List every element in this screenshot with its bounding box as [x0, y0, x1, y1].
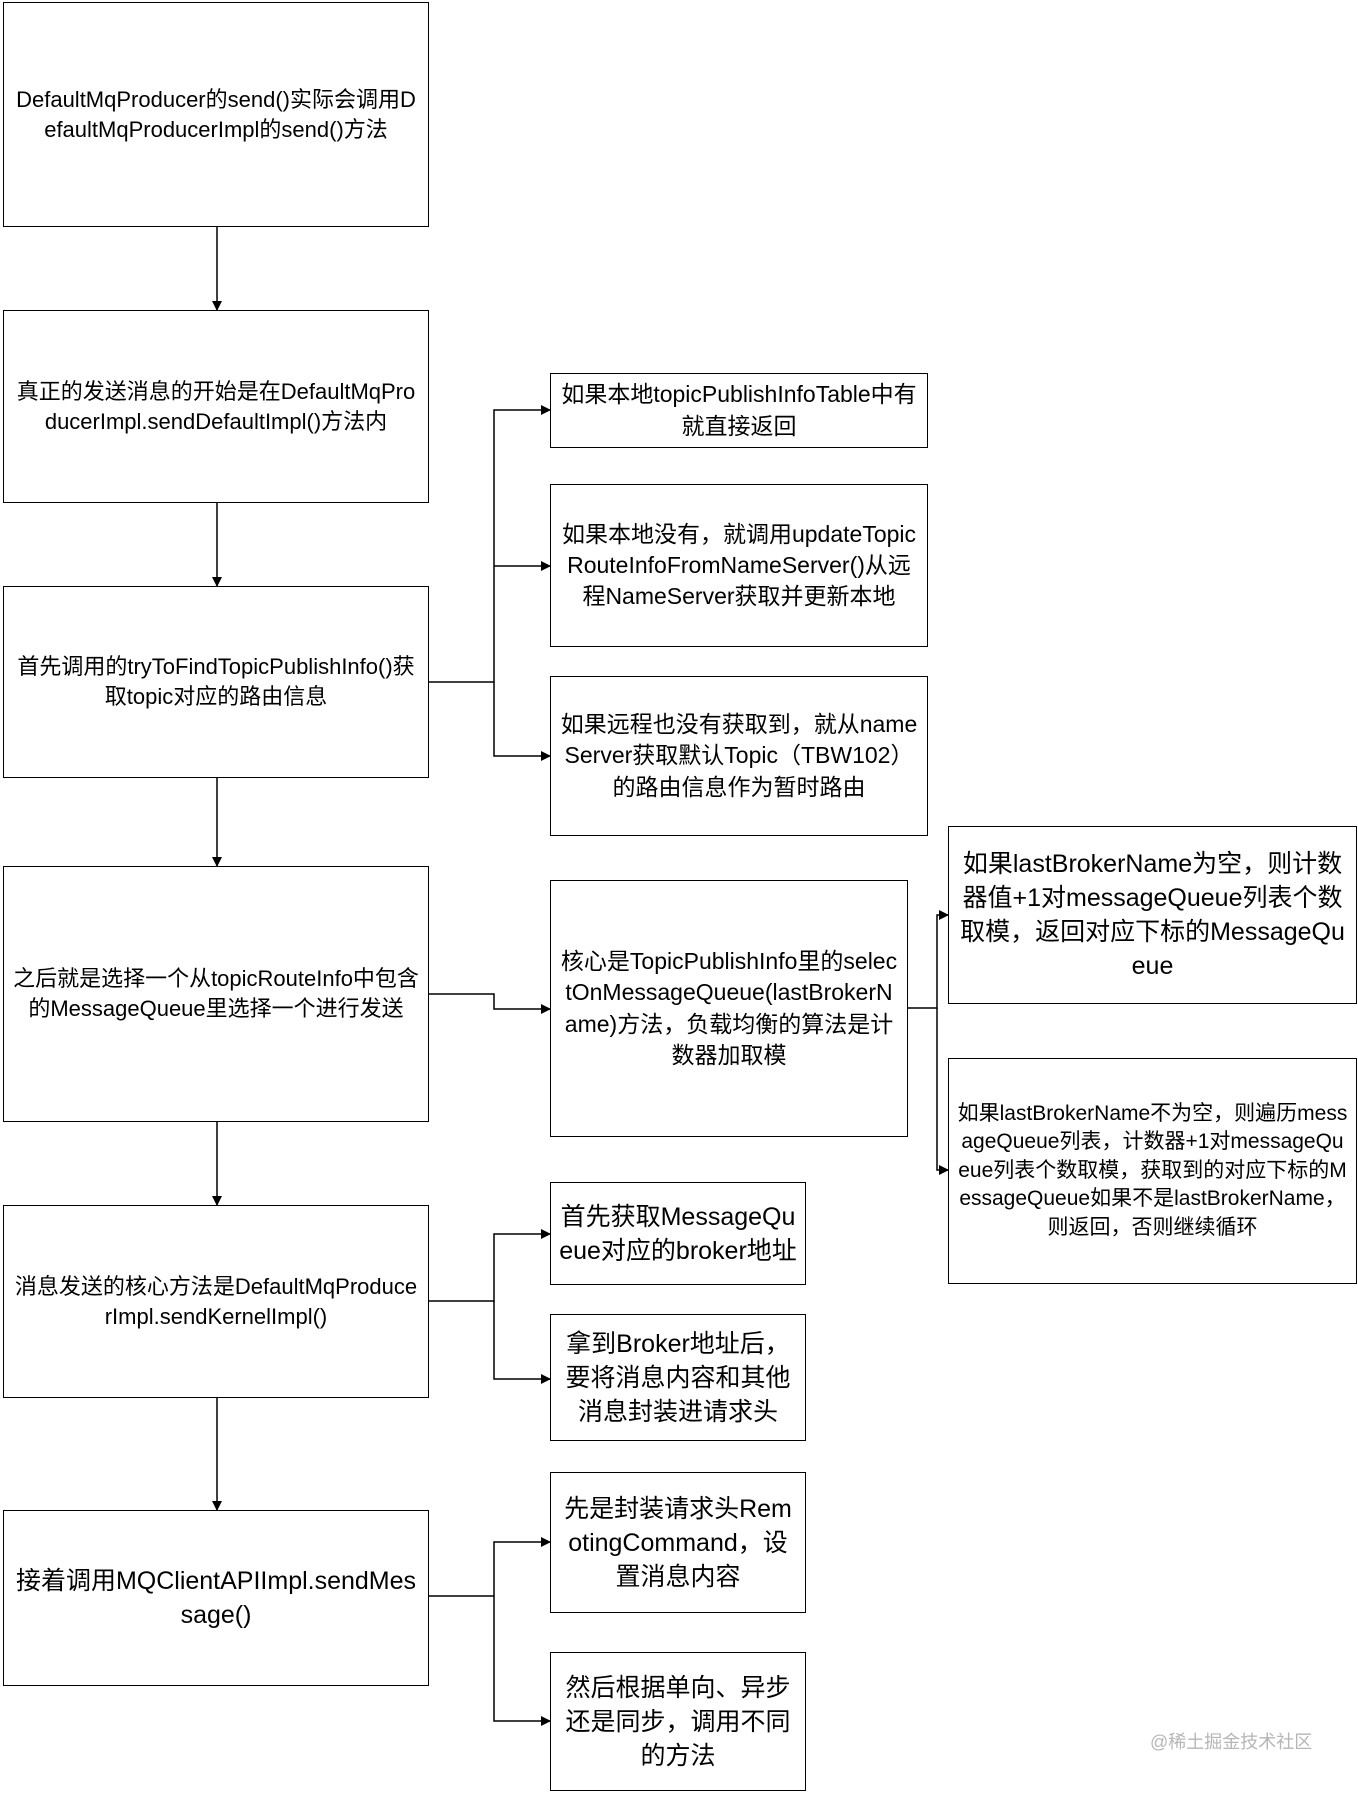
edge-n5-s5b [493, 1301, 551, 1384]
node-remoting-command-label: 先是封装请求头RemotingCommand，设置消息内容 [564, 1494, 792, 1591]
node-last-broker-not-empty-label: 如果lastBrokerName不为空，则遍历messageQueue列表，计数… [957, 1101, 1348, 1239]
edge-n4-s4 [429, 993, 551, 1014]
node-wrap-header: 拿到Broker地址后，要将消息内容和其他消息封装进请求头 [550, 1314, 806, 1441]
edge-s4-s4a [908, 910, 949, 1009]
node-update-route-label: 如果本地没有，就调用updateTopicRouteInfoFromNameSe… [561, 520, 917, 610]
node-get-broker-addr: 首先获取MessageQueue对应的broker地址 [550, 1182, 806, 1285]
node-send-kernel-impl: 消息发送的核心方法是DefaultMqProducerImpl.sendKern… [3, 1205, 429, 1398]
node-remoting-command: 先是封装请求头RemotingCommand，设置消息内容 [550, 1472, 806, 1613]
edge-n6-s6b [493, 1596, 551, 1726]
node-send-message: 接着调用MQClientAPIImpl.sendMessage() [3, 1510, 429, 1686]
node-select-queue: 之后就是选择一个从topicRouteInfo中包含的MessageQueue里… [3, 866, 429, 1122]
node-send-default-impl: 真正的发送消息的开始是在DefaultMqProducerImpl.sendDe… [3, 310, 429, 503]
edge-n6-s6a [429, 1537, 551, 1597]
node-last-broker-empty: 如果lastBrokerName为空，则计数器值+1对messageQueue列… [948, 826, 1357, 1004]
edge-n5-s5a [429, 1229, 551, 1302]
node-send-message-label: 接着调用MQClientAPIImpl.sendMessage() [15, 1567, 417, 1629]
watermark: @稀土掘金技术社区 [1150, 1732, 1313, 1752]
edge-n3-s3c [493, 682, 551, 761]
node-last-broker-empty-label: 如果lastBrokerName为空，则计数器值+1对messageQueue列… [960, 850, 1345, 980]
node-wrap-header-label: 拿到Broker地址后，要将消息内容和其他消息封装进请求头 [565, 1329, 791, 1426]
node-send-mode-label: 然后根据单向、异步还是同步，调用不同的方法 [565, 1673, 791, 1770]
node-send-mode: 然后根据单向、异步还是同步，调用不同的方法 [550, 1652, 806, 1791]
edge-n3-s3a [429, 405, 551, 683]
node-select-queue-label: 之后就是选择一个从topicRouteInfo中包含的MessageQueue里… [13, 966, 419, 1021]
node-get-broker-addr-label: 首先获取MessageQueue对应的broker地址 [559, 1202, 797, 1265]
node-try-find-topic-label: 首先调用的tryToFindTopicPublishInfo()获取topic对… [17, 654, 415, 709]
node-send-default-impl-label: 真正的发送消息的开始是在DefaultMqProducerImpl.sendDe… [16, 378, 416, 434]
node-update-route: 如果本地没有，就调用updateTopicRouteInfoFromNameSe… [550, 484, 928, 647]
node-send-kernel-impl-label: 消息发送的核心方法是DefaultMqProducerImpl.sendKern… [14, 1273, 418, 1329]
edge-s4-s4b [936, 1008, 949, 1175]
node-select-on-queue: 核心是TopicPublishInfo里的selectOnMessageQueu… [550, 880, 908, 1137]
node-default-topic: 如果远程也没有获取到，就从nameServer获取默认Topic（TBW102）… [550, 676, 928, 836]
node-send-entry: DefaultMqProducer的send()实际会调用DefaultMqPr… [3, 2, 429, 227]
node-try-find-topic: 首先调用的tryToFindTopicPublishInfo()获取topic对… [3, 586, 429, 778]
node-send-entry-label: DefaultMqProducer的send()实际会调用DefaultMqPr… [16, 86, 416, 142]
node-default-topic-label: 如果远程也没有获取到，就从nameServer获取默认Topic（TBW102）… [560, 711, 918, 800]
node-last-broker-not-empty: 如果lastBrokerName不为空，则遍历messageQueue列表，计数… [948, 1058, 1357, 1284]
node-local-table-label: 如果本地topicPublishInfoTable中有就直接返回 [561, 381, 917, 439]
node-local-table: 如果本地topicPublishInfoTable中有就直接返回 [550, 373, 928, 448]
node-select-on-queue-label: 核心是TopicPublishInfo里的selectOnMessageQueu… [560, 947, 898, 1068]
